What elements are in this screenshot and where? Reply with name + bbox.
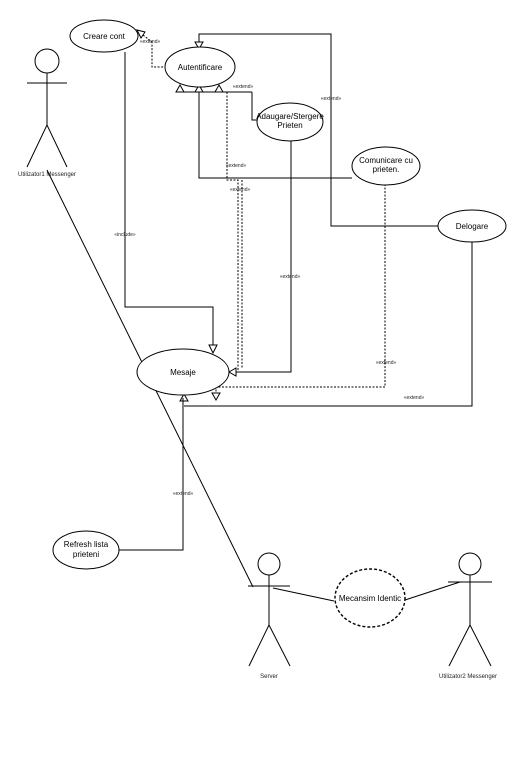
usecase-comunicare[interactable]: [351, 146, 421, 186]
stereotype-label: «extend»: [404, 395, 425, 401]
stereotype-label: «extend»: [376, 360, 397, 366]
usecase-autentificare-label: Autentificare: [178, 63, 223, 72]
connector-delogare-mesaje: [184, 242, 473, 407]
usecase-adaugare-label-2: Prieten: [277, 121, 302, 130]
usecase-delogare-label: Delogare: [456, 222, 489, 231]
connector-adaugare-mesaje: [232, 139, 292, 373]
connector-refresh-mesaje: [117, 398, 184, 551]
connector-mecanism-user2: [404, 581, 461, 601]
usecase-comunicare-label-2: prieten.: [373, 165, 400, 174]
actor-server[interactable]: [248, 552, 291, 667]
actor-utilizator1-label: Utilizator1 Messenger: [18, 172, 76, 178]
arrow-comunicare-mesaje: [211, 392, 221, 402]
connector-creare-autentificare: [142, 34, 166, 68]
usecase-mesaje-label: Mesaje: [170, 368, 196, 377]
usecase-mecanism-identic[interactable]: [334, 568, 406, 628]
actor-utilizator2[interactable]: [448, 552, 492, 667]
usecase-delogare[interactable]: [437, 209, 507, 243]
arrow-delogare-mesaje: [179, 392, 189, 402]
arrow-auth-1: [175, 83, 185, 93]
usecase-creare-cont-label: Creare cont: [83, 32, 126, 41]
arrow-creare-autentificare: [136, 29, 146, 39]
arrow-delogare-autentificare: [194, 41, 204, 51]
stereotype-label: «extend»: [233, 84, 254, 90]
usecase-refresh-label-1: Refresh lista: [64, 540, 109, 549]
arrow-creare-mesaje: [208, 344, 218, 355]
usecase-comunicare-label-1: Comunicare cu: [359, 156, 413, 165]
usecase-refresh-label-2: prieteni: [73, 550, 99, 559]
actor-utilizator2-label: Utilizator2 Messenger: [439, 674, 497, 680]
stereotype-label: «extend»: [280, 274, 301, 280]
actor-server-label: Server: [260, 674, 278, 680]
connector-autentificare-mesaje-1: [226, 92, 239, 372]
usecase-creare-cont[interactable]: [69, 19, 139, 53]
stereotype-label: «extend»: [321, 96, 342, 102]
stereotype-label: «extend»: [173, 491, 194, 497]
usecase-mesaje[interactable]: [136, 348, 230, 396]
usecase-refresh[interactable]: [52, 530, 120, 570]
stereotype-label: «include»: [114, 232, 136, 238]
usecase-adaugare-prieten[interactable]: [256, 102, 324, 142]
usecase-mecanism-label: Mecansim Identic: [339, 594, 401, 603]
stereotype-label: «extend»: [226, 163, 247, 169]
connector-delogare-autentificare: [198, 33, 438, 227]
connector-server-mecanism: [272, 587, 335, 602]
arrow-adaugare-mesaje: [227, 367, 237, 377]
stereotype-label: «extend»: [230, 187, 251, 193]
connector-creare-mesaje: [124, 52, 214, 350]
connector-comunicare-mesaje: [215, 184, 386, 395]
usecase-adaugare-label-1: Adaugare/Stergere: [256, 112, 324, 121]
usecase-autentificare[interactable]: [164, 46, 236, 88]
actor-utilizator1[interactable]: [26, 48, 68, 168]
connector-comunicare-autentificare: [198, 92, 352, 179]
arrow-auth-3: [214, 83, 224, 93]
connector-adaugare-autentificare: [251, 92, 258, 121]
stereotype-label: «extend»: [140, 39, 161, 45]
